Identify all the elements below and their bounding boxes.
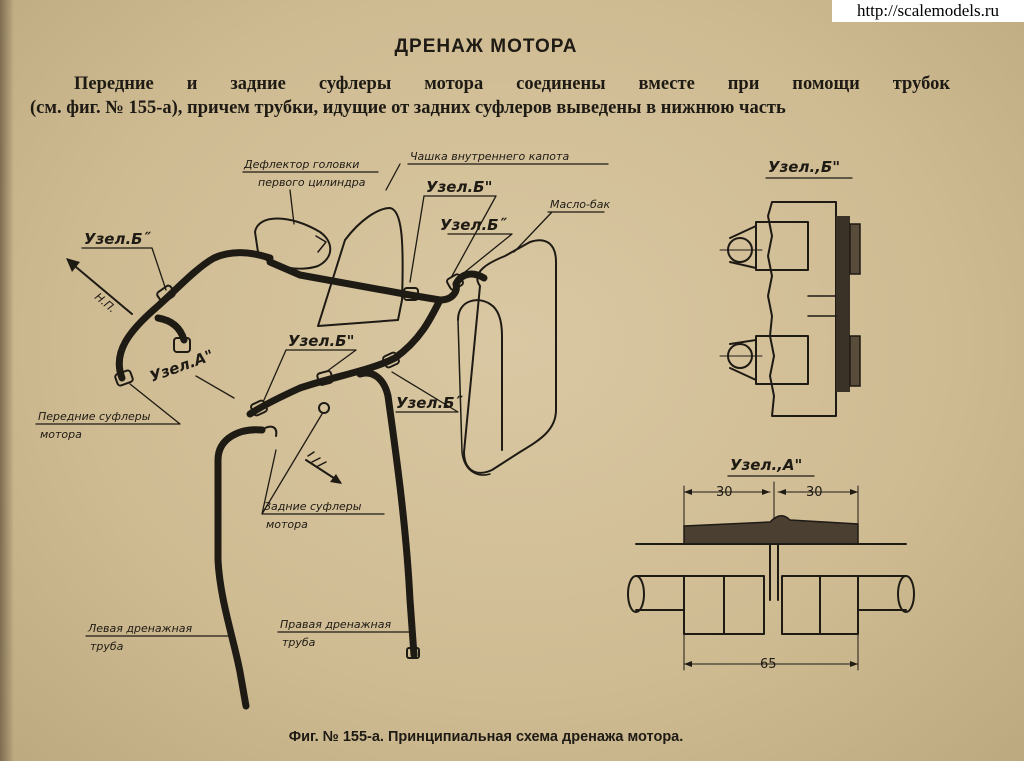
oil-tank-edge <box>457 319 491 476</box>
detail-b-lug-top <box>755 221 809 271</box>
label-deflector-1: Дефлектор головки <box>243 158 359 171</box>
detail-a-clamp-2 <box>723 575 765 635</box>
label-right-drain-2: труба <box>282 636 316 649</box>
detail-a-title: Узел.,А" <box>730 456 802 474</box>
detail-b-lug-bottom <box>755 335 809 385</box>
label-front-breathers-1: Передние суфлеры <box>38 410 151 423</box>
detail-a-sleeve <box>683 515 859 545</box>
front-breather-stub <box>154 314 188 344</box>
detail-b-gasket <box>836 216 850 392</box>
tube-cross-inner <box>268 260 459 302</box>
flow-arrow-icon <box>305 451 342 484</box>
label-rear-breathers-2: мотора <box>266 518 308 531</box>
label-rear-breathers-1: Задние суфлеры <box>264 500 362 513</box>
dimension-total: 65 <box>760 657 777 672</box>
deflector-tab <box>315 235 327 253</box>
figure-caption: Фиг. № 155-а. Принципиальная схема дрена… <box>288 729 684 745</box>
detail-b: Узел.,Б" <box>719 158 861 417</box>
label-right-drain-1: Правая дренажная <box>280 618 391 631</box>
label-node-b-1: Узел.Б˝ <box>84 230 152 248</box>
label-left-drain-2: труба <box>90 640 124 653</box>
detail-a-clamp-3 <box>781 575 821 635</box>
detail-a-tube-end-right <box>897 575 915 613</box>
front-breather-cap <box>173 337 191 353</box>
detail-b-title: Узел.,Б" <box>768 158 840 176</box>
tube-tank-outer <box>452 270 488 288</box>
watermark-link[interactable]: http://scalemodels.ru <box>832 0 1024 22</box>
right-drain-end <box>406 647 420 659</box>
couplings <box>114 273 464 417</box>
label-node-b-5: Узел.Б˝ <box>396 394 464 412</box>
tube-front-inner <box>117 250 272 380</box>
label-front-breathers-2: мотора <box>40 428 82 441</box>
left-drain-inner <box>216 427 264 708</box>
dimension-right: 30 <box>806 485 823 500</box>
tube-cross-outer <box>266 258 460 304</box>
rear-breather-1 <box>318 402 330 414</box>
label-deflector-2: первого цилиндра <box>258 176 366 189</box>
page-heading: ДРЕНАЖ МОТОРА <box>394 36 578 57</box>
label-node-b-3: Узел.Б˝ <box>440 216 508 234</box>
right-drain-inner <box>358 371 416 657</box>
oil-tank-shape <box>463 239 557 474</box>
detail-a-clamp-1 <box>683 575 725 635</box>
label-oil-tank: Масло-бак <box>550 198 611 211</box>
main-schematic: Дефлектор головки первого цилиндра Чашка… <box>35 150 611 710</box>
label-node-b-4: Узел.Б" <box>288 332 354 350</box>
paragraph-line-1: Передние и задние суфлеры мотора соедине… <box>74 74 950 94</box>
paragraph-line-2: (см. фиг. № 155-а), причем трубки, идущи… <box>30 98 786 118</box>
cowl-cup-shape <box>317 207 404 327</box>
deflector-shape <box>254 217 332 270</box>
label-left-drain-1: Левая дренажная <box>87 622 193 635</box>
label-np: Н.П. <box>92 290 118 315</box>
tube-rear-inner <box>248 298 442 416</box>
oil-tank-front <box>457 299 503 451</box>
detail-a-clamp-4 <box>819 575 859 635</box>
leader-lines <box>35 163 609 661</box>
dimension-left: 30 <box>716 485 733 500</box>
detail-a: Узел.,А" 30 30 <box>627 456 915 672</box>
label-node-b-2: Узел.Б" <box>426 178 492 196</box>
label-cowl-cup: Чашка внутреннего капота <box>410 150 569 163</box>
detail-a-tube-end-left <box>627 575 645 613</box>
np-arrow-icon <box>66 258 133 315</box>
